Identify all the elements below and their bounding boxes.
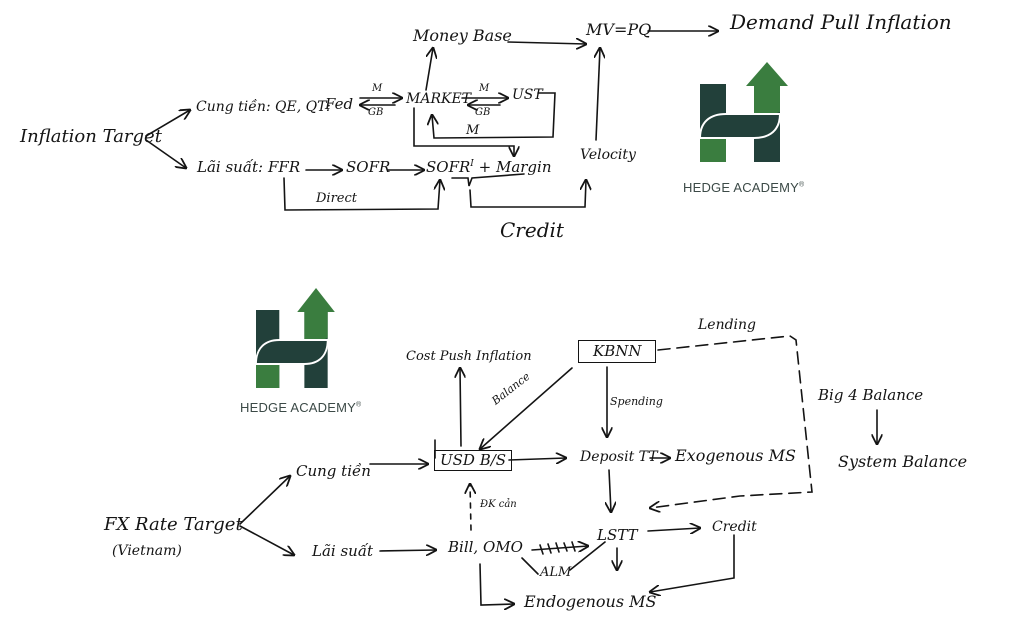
- arrow-target-to-interest: [145, 139, 186, 168]
- fed-node: Fed: [325, 95, 354, 113]
- registered-mark: ®: [356, 401, 362, 409]
- alm-label: ALM: [540, 565, 572, 580]
- arrow-fx-to-money-supply: [239, 476, 290, 525]
- kbnn-node: KBNN: [578, 340, 657, 363]
- hedge-academy-logo-bottom: [255, 288, 342, 388]
- arrow-market-to-money-base: [425, 48, 433, 91]
- demand-pull-inflation-node: Demand Pull Inflation: [730, 10, 952, 34]
- sofr-margin-sofr: SOFR: [426, 158, 471, 176]
- sofr-margin-node: SOFRI + Margin: [426, 160, 552, 175]
- arrow-velocity-to-mvpq: [596, 48, 600, 141]
- dk-dashed-arrow: [470, 484, 471, 531]
- logo-h-arrow-icon: [255, 288, 335, 388]
- deposit-node: Deposit TT: [580, 449, 658, 465]
- usd-bs-node: USD B/S: [434, 450, 513, 471]
- fed-market-gb-label: GB: [368, 107, 384, 118]
- ust-node: UST: [512, 87, 543, 103]
- credit-node-top: Credit: [500, 218, 564, 242]
- fed-market-m-label: M: [372, 83, 383, 94]
- velocity-node: Velocity: [580, 147, 636, 163]
- ffr-node: FFR: [268, 158, 301, 176]
- system-balance-node: System Balance: [838, 452, 968, 471]
- ust-loop-to-market: [432, 92, 556, 139]
- arrow-target-to-money-supply: [145, 110, 190, 137]
- registered-mark: ®: [799, 181, 805, 189]
- interest-branch: Lãi suất:: [197, 158, 264, 176]
- credit-path: [469, 180, 586, 208]
- bill-lstt-hatches: [539, 541, 576, 555]
- market-ust-gb-label: GB: [475, 107, 491, 118]
- bill-omo-node: Bill, OMO: [448, 538, 523, 556]
- sofr-superscript: I: [470, 159, 474, 169]
- market-ust-m-label: M: [479, 83, 490, 94]
- arrow-usd-bs-to-cost-push: [460, 368, 461, 447]
- sofr-margin-margin: + Margin: [478, 158, 552, 176]
- logo-brand-text-bottom: HEDGE ACADEMY®: [240, 400, 361, 415]
- lending-label: Lending: [698, 317, 757, 333]
- mvpq-equation: MV=PQ: [586, 20, 652, 39]
- arrow-interest-to-bill: [379, 550, 436, 551]
- margin-bracket: [451, 173, 525, 187]
- market-node: MARKET: [406, 91, 472, 107]
- logo-brand-text-top: HEDGE ACADEMY®: [683, 180, 804, 195]
- arrow-money-base-to-mvpq: [507, 42, 586, 44]
- market-to-sofr-margin: [413, 107, 514, 156]
- sofr-node: SOFR: [346, 158, 391, 176]
- logo-h-arrow-icon: [698, 62, 788, 162]
- spending-label: Spending: [610, 395, 663, 408]
- exogenous-ms-node: Exogenous MS: [675, 446, 796, 465]
- fx-rate-target-sub: (Vietnam): [112, 543, 182, 559]
- money-base-node: Money Base: [413, 26, 512, 45]
- big4-balance-node: Big 4 Balance: [818, 386, 924, 404]
- direct-path: [283, 177, 440, 211]
- lstt-node: LSTT: [597, 526, 638, 544]
- inflation-target-node: Inflation Target: [20, 126, 162, 147]
- endogenous-ms-node: Endogenous MS: [524, 592, 657, 611]
- direct-label: Direct: [316, 191, 357, 206]
- arrow-kbnn-to-usd-bs: [480, 367, 573, 449]
- money-supply-branch-bottom: Cung tiền: [296, 462, 371, 480]
- fx-rate-target-node: FX Rate Target: [104, 514, 243, 535]
- dk-label: ĐK cản: [480, 499, 517, 510]
- cost-push-inflation-node: Cost Push Inflation: [406, 349, 532, 364]
- hedge-academy-logo-top: [698, 62, 796, 162]
- arrow-lstt-to-credit: [647, 528, 700, 531]
- credit-node-bottom: Credit: [712, 519, 757, 535]
- money-supply-branch: Cung tiền: QE, QT:: [196, 99, 331, 115]
- arrow-bill-to-endogenous: [479, 563, 514, 605]
- arrow-deposit-to-lstt: [609, 469, 611, 512]
- lending-dashed-path: [650, 335, 813, 508]
- logo-brand-name: HEDGE ACADEMY: [240, 400, 357, 415]
- alm-left: [521, 557, 539, 575]
- ust-loop-m-label: M: [466, 123, 480, 138]
- logo-brand-name: HEDGE ACADEMY: [683, 180, 800, 195]
- arrow-usd-bs-to-deposit: [508, 458, 566, 460]
- arrow-fx-to-interest: [239, 525, 294, 555]
- interest-branch-bottom: Lãi suất: [312, 542, 374, 560]
- alm-right: [569, 541, 606, 571]
- arrow-credit-to-endogenous: [650, 534, 735, 592]
